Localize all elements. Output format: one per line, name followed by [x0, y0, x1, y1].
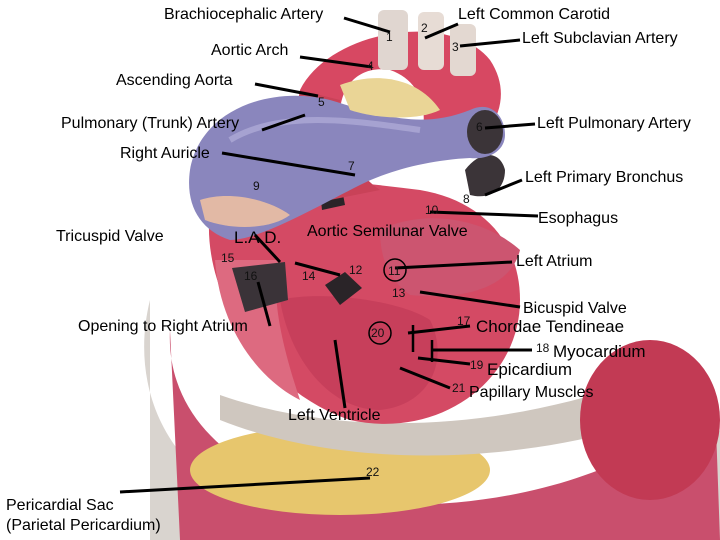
label-ascending-aorta: Ascending Aorta — [116, 72, 233, 89]
right-ventricle — [215, 260, 300, 400]
vessel-fat — [340, 78, 440, 118]
trachea-bronchus — [465, 155, 505, 197]
label-lad: L.A.D. — [234, 228, 282, 247]
number-19: 19 — [470, 358, 484, 372]
number-3: 3 — [452, 40, 459, 54]
label-right-auricle: Right Auricle — [120, 145, 210, 162]
label-pericardial-sac: Pericardial Sac — [6, 497, 114, 514]
number-21: 21 — [452, 381, 466, 395]
label-myocardium: Myocardium — [553, 342, 646, 361]
marker-circle-11 — [383, 258, 407, 282]
number-8: 8 — [463, 192, 470, 206]
number-16: 16 — [244, 269, 258, 283]
left-atrium — [380, 218, 520, 297]
number-22: 22 — [366, 465, 380, 479]
number-9: 9 — [253, 179, 260, 193]
number-20: 20 — [371, 326, 385, 340]
number-11: 11 — [388, 264, 401, 278]
number-10: 10 — [425, 203, 439, 217]
label-pulmonary-trunk-artery: Pulmonary (Trunk) Artery — [61, 115, 240, 132]
left-common-carotid-vessel — [418, 12, 444, 70]
label-left-pulmonary-artery: Left Pulmonary Artery — [537, 115, 691, 132]
number-13: 13 — [392, 286, 406, 300]
number-7: 7 — [348, 159, 355, 173]
label-opening-to-right-atrium: Opening to Right Atrium — [78, 318, 248, 335]
number-2: 2 — [421, 21, 428, 35]
number-1: 1 — [386, 30, 393, 44]
right-side-tissue — [580, 340, 720, 500]
number-6: 6 — [476, 120, 483, 134]
label-chordae-tendineae: Chordae Tendineae — [476, 317, 625, 336]
number-12: 12 — [349, 263, 363, 277]
auricle-fat — [200, 195, 290, 227]
pericardial-sac-shape — [169, 330, 720, 540]
label-tricuspid-valve: Tricuspid Valve — [56, 228, 164, 245]
pointer-lines — [119, 16, 539, 494]
number-15: 15 — [221, 251, 235, 265]
marker-circle-20 — [368, 321, 392, 345]
label-aortic-semilunar-valve: Aortic Semilunar Valve — [307, 223, 468, 240]
label-left-ventricle: Left Ventricle — [288, 407, 381, 424]
label-epicardium: Epicardium — [487, 360, 573, 379]
left-pulmonary-artery-end — [467, 110, 503, 154]
label-esophagus: Esophagus — [538, 210, 619, 227]
label-left-primary-bronchus: Left Primary Bronchus — [525, 169, 684, 186]
number-5: 5 — [318, 95, 325, 109]
label-left-common-carotid: Left Common Carotid — [458, 6, 611, 23]
pulmonary-highlight — [228, 117, 421, 143]
aortic-opening — [325, 272, 362, 305]
label-bicuspid-valve: Bicuspid Valve — [523, 300, 627, 317]
label-left-subclavian-artery: Left Subclavian Artery — [522, 30, 678, 47]
brachiocephalic-vessel — [378, 10, 408, 70]
label-papillary-muscles: Papillary Muscles — [469, 384, 594, 401]
left-ventricle-wall — [280, 296, 438, 410]
diaphragm-band — [220, 380, 651, 456]
number-18: 18 — [536, 341, 550, 355]
tick-marks — [411, 325, 434, 362]
number-17: 17 — [457, 314, 471, 328]
number-4: 4 — [367, 59, 374, 73]
label-brachiocephalic-artery: Brachiocephalic Artery — [164, 6, 324, 23]
number-14: 14 — [302, 269, 316, 283]
label-aortic-arch: Aortic Arch — [211, 42, 289, 59]
left-subclavian-vessel — [450, 24, 476, 76]
label-parietal-pericardium: (Parietal Pericardium) — [6, 517, 161, 534]
label-left-atrium: Left Atrium — [516, 253, 593, 270]
